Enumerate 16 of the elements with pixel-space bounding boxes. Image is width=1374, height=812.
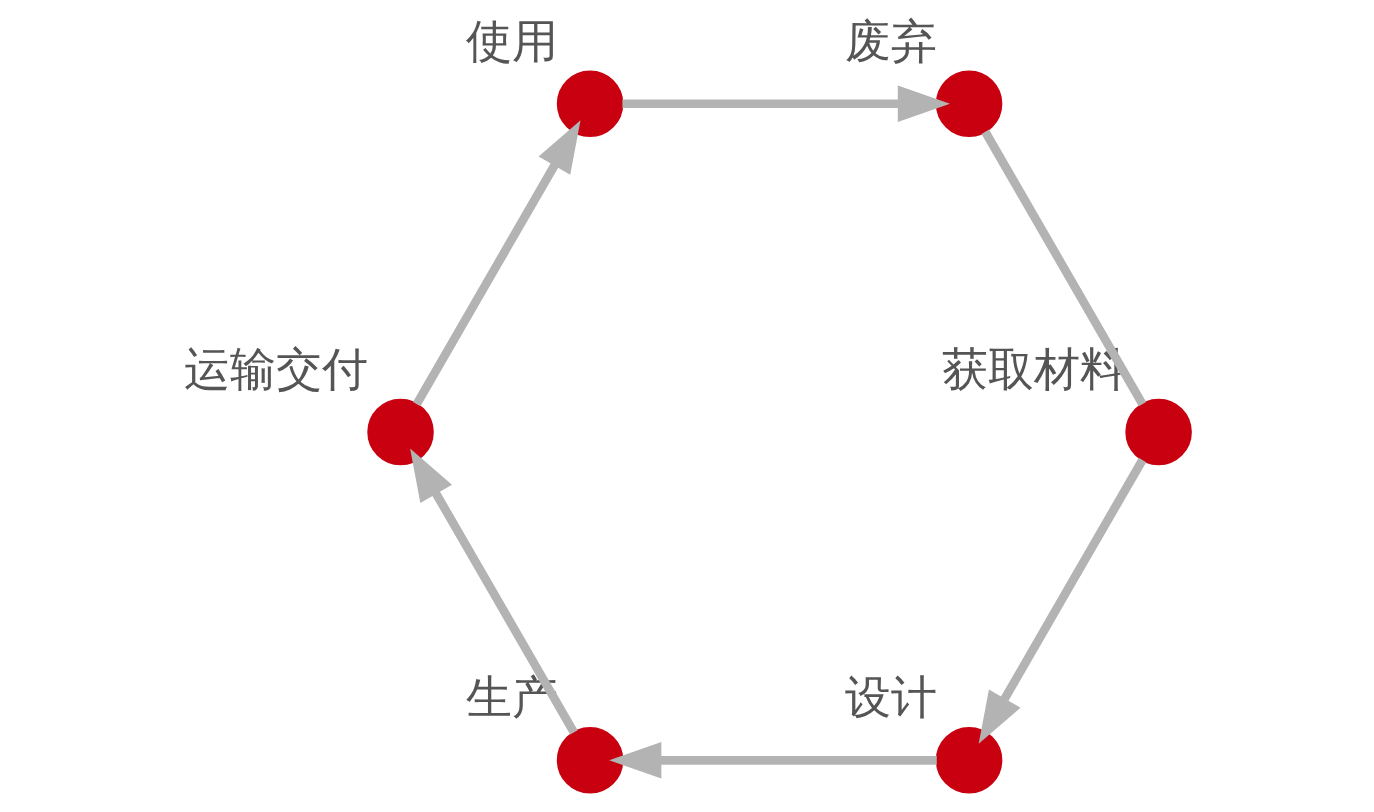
node-label: 废弃 <box>844 13 937 68</box>
arrow <box>410 448 578 735</box>
node-label: 设计 <box>844 670 937 725</box>
arrow <box>412 120 581 407</box>
node-circle <box>556 727 624 794</box>
node-circle <box>556 70 624 138</box>
node-circle <box>935 70 1003 138</box>
arrow <box>609 742 937 779</box>
node-circle <box>1125 398 1192 466</box>
node-label: 运输交付 <box>184 342 369 397</box>
arrow <box>978 457 1147 744</box>
node-circle <box>367 398 434 466</box>
node-circle <box>935 727 1003 794</box>
arrow <box>622 85 950 123</box>
node-label: 使用 <box>465 13 558 68</box>
connector <box>981 129 1147 407</box>
